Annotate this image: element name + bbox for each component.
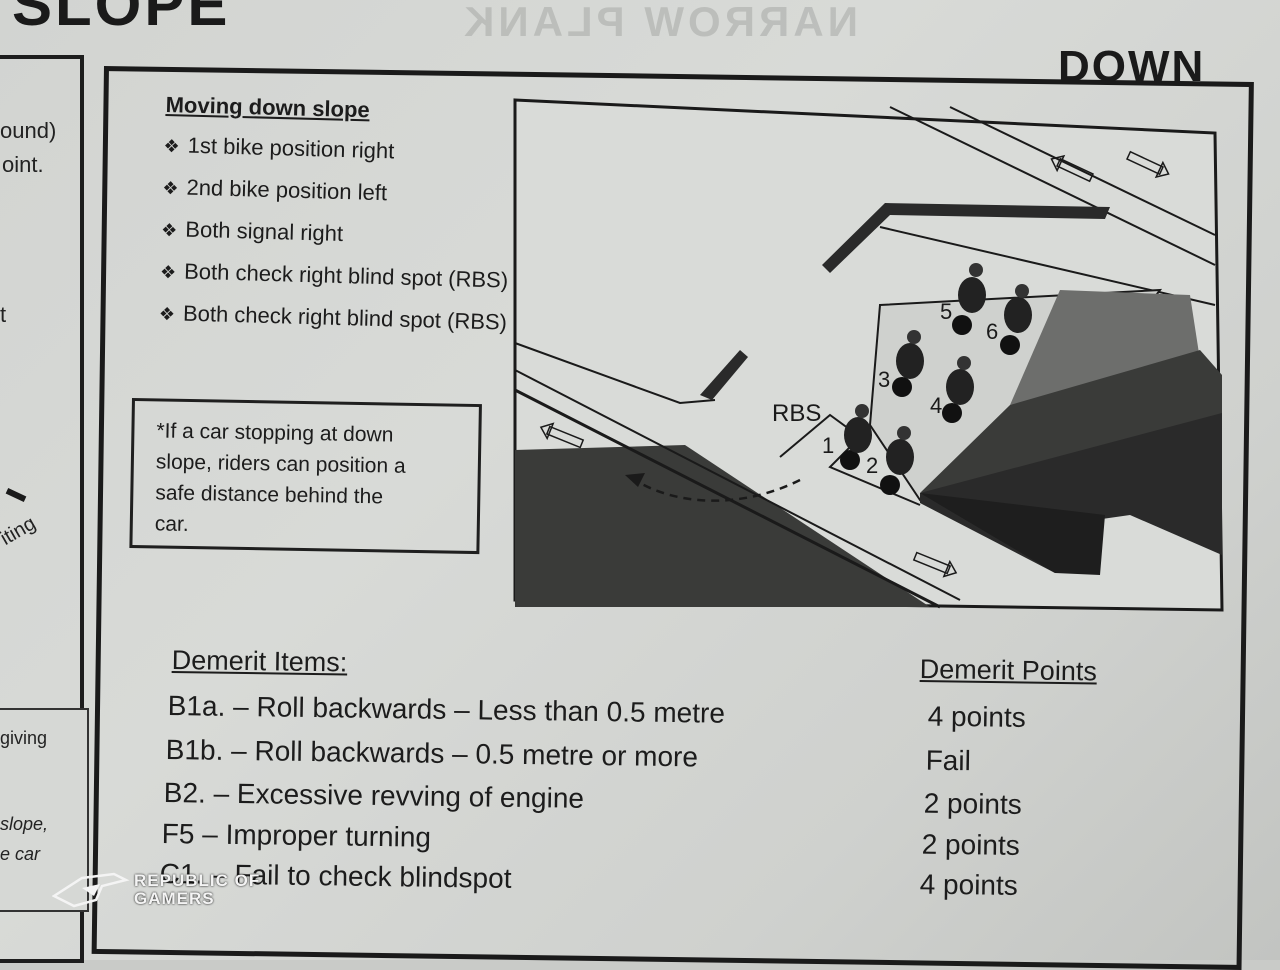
demerit-points: Fail [925, 744, 972, 777]
bike-number-5: 5 [940, 299, 952, 324]
bike-number-1: 1 [822, 433, 834, 458]
road-edge [514, 388, 941, 609]
motorcycle-icon [880, 426, 914, 495]
road-line [889, 106, 1216, 266]
road-line [949, 106, 1216, 236]
note-box: *If a car stopping at down slope, riders… [129, 398, 482, 555]
section-title: Moving down slope [165, 92, 371, 123]
demerit-item: B2. – Excessive revving of engine [163, 777, 585, 814]
down-label: DOWN [1058, 42, 1206, 91]
motorcycle-icon [892, 330, 924, 397]
page-title-slope: SLOPE [12, 0, 231, 38]
left-callout-box [0, 708, 89, 912]
slope-side-top [1010, 290, 1200, 405]
direction-arrow-icon [912, 551, 958, 578]
rog-watermark: REPUBLIC OF GAMERS [51, 866, 272, 912]
motorcycle-icon [952, 263, 986, 335]
motorcycle-icon [840, 404, 872, 470]
demerit-points-title: Demerit Points [919, 654, 1098, 687]
motorcycle-icon [1000, 284, 1032, 355]
demerit-points: 4 points [919, 868, 1018, 901]
road-shadow [515, 445, 930, 607]
rbs-label: RBS [772, 400, 821, 427]
entry-line [514, 342, 716, 405]
left-fragment-6: slope, [0, 814, 49, 834]
turn-arrow-icon [625, 473, 645, 487]
demerit-points: 2 points [921, 828, 1020, 861]
kerb-shape [822, 203, 1110, 273]
pointer-shape [700, 350, 748, 400]
rog-text: REPUBLIC OF GAMERS [134, 871, 261, 908]
demerit-items-title: Demerit Items: [171, 645, 348, 678]
note-line: car. [154, 512, 189, 537]
diamond-bullet-icon: ❖ [162, 177, 179, 199]
note-line: safe distance behind the [155, 481, 384, 509]
bleed-through-text: NARROW PLANK [460, 0, 858, 45]
direction-arrow-icon [1125, 150, 1170, 179]
left-fragment-2: oint. [2, 152, 44, 177]
slope-diagram: RBS 1 2 3 4 5 6 [513, 98, 1224, 612]
demerit-points: 4 points [927, 700, 1026, 733]
bike-number-4: 4 [930, 393, 942, 418]
diamond-bullet-icon: ❖ [159, 261, 177, 283]
rog-logo-icon [51, 872, 130, 908]
road-edge [514, 369, 961, 601]
motorcycle-icon [942, 356, 974, 423]
left-fragment-1: ound) [0, 118, 57, 143]
diamond-bullet-icon: ❖ [160, 219, 178, 241]
left-fragment-7: e car [0, 844, 41, 864]
left-fragment-5: giving [0, 728, 48, 748]
left-fragment-3: t [0, 302, 7, 327]
slope-ledge [920, 493, 1105, 575]
bike-number-2: 2 [866, 453, 878, 478]
demerit-item: F5 – Improper turning [161, 818, 432, 853]
bike-number-3: 3 [878, 367, 890, 392]
diamond-bullet-icon: ❖ [163, 135, 180, 157]
bike-number-6: 6 [986, 319, 998, 344]
direction-arrow-icon [539, 422, 585, 449]
turn-path [634, 478, 801, 502]
slope-side-dark [920, 350, 1222, 493]
demerit-points: 2 points [923, 787, 1022, 820]
diamond-bullet-icon: ❖ [158, 303, 176, 325]
direction-arrow-icon [1050, 154, 1095, 183]
